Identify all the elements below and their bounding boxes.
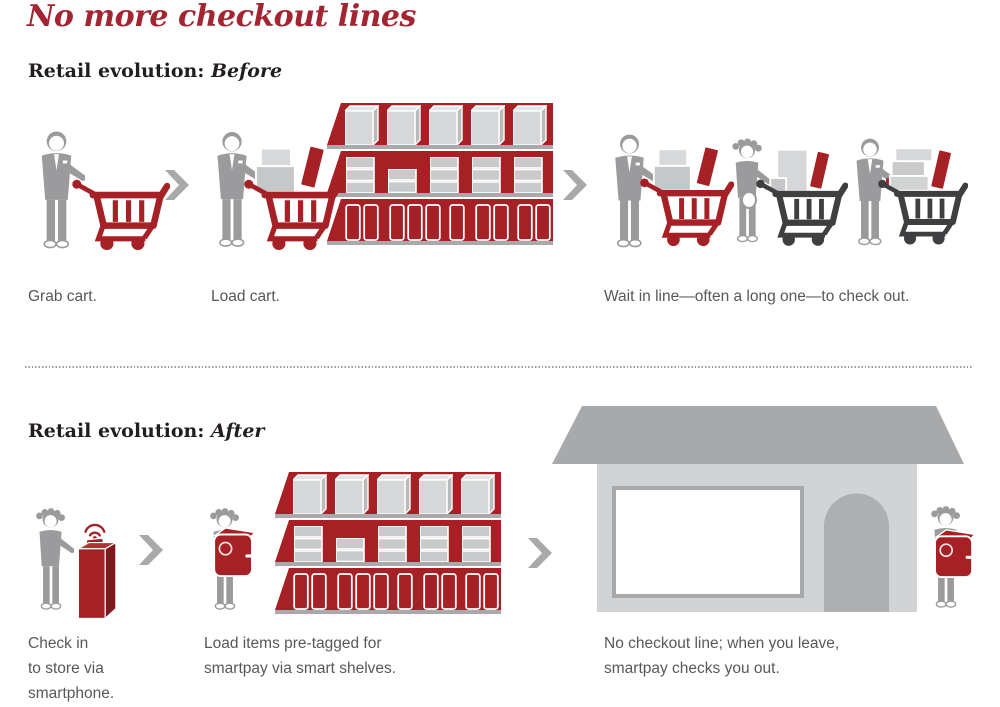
storefront-icon <box>552 404 964 614</box>
store-shelf-icon <box>275 472 501 614</box>
wait-in-line-illustration <box>614 133 968 248</box>
after-heading-label: Retail evolution: <box>28 420 205 442</box>
man-shopper-icon <box>614 133 657 248</box>
step-caption: Check in to store via smartphone. <box>28 635 115 702</box>
store-shelf-icon <box>327 103 553 245</box>
step-caption: Wait in line—often a long one—to check o… <box>604 288 910 305</box>
step-arrow-icon <box>139 535 163 565</box>
step-caption: Load items pre-tagged for smartpay via s… <box>204 635 397 677</box>
cart-items-icon <box>888 147 954 192</box>
grab-cart-illustration <box>40 130 176 256</box>
cart-items-icon <box>769 148 832 194</box>
load-cart-illustration <box>216 100 556 252</box>
step-caption: No checkout line; when you leave, smartp… <box>604 635 840 677</box>
dotted-divider <box>25 366 973 368</box>
cart-items-icon <box>652 146 721 192</box>
before-heading-label: Retail evolution: <box>28 60 205 82</box>
page-title: No more checkout lines <box>27 0 416 34</box>
before-heading-emphasis: Before <box>210 60 283 82</box>
after-heading: Retail evolution: After <box>28 419 264 443</box>
step-arrow-icon <box>563 170 587 200</box>
step-arrow-icon <box>528 538 552 568</box>
cart-items-icon <box>254 145 326 194</box>
before-heading: Retail evolution: Before <box>28 59 282 83</box>
step-caption: Grab cart. <box>28 288 97 305</box>
shopping-cart-icon <box>72 180 167 250</box>
shopping-bag-icon <box>213 526 256 577</box>
handbag-icon <box>741 191 757 209</box>
man-shopper-icon <box>40 130 85 249</box>
woman-shopper-icon <box>35 507 74 610</box>
step-arrow-icon <box>165 170 189 200</box>
shopping-bag-icon <box>934 528 976 578</box>
checkin-kiosk-icon <box>77 523 118 620</box>
smart-shelves-illustration <box>209 468 504 620</box>
store-exit-illustration <box>552 404 976 614</box>
after-heading-emphasis: After <box>210 420 265 442</box>
step-caption: Load cart. <box>211 288 280 305</box>
check-in-illustration <box>35 507 118 620</box>
woman-shopper-icon <box>731 137 771 243</box>
